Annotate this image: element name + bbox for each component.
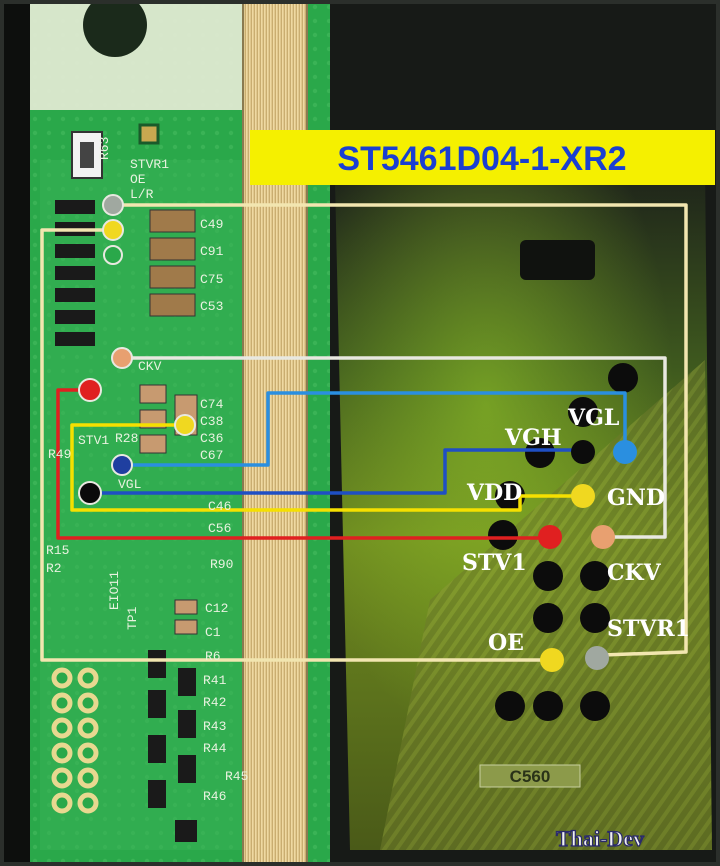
label-lr-board: L/R <box>130 187 154 202</box>
signal-label-gnd: GND <box>607 485 665 511</box>
label-r15: R15 <box>46 543 69 558</box>
pad-ckv <box>591 525 615 549</box>
tp-ckv <box>111 347 133 369</box>
label-c91: C91 <box>200 244 224 259</box>
wire-gnd <box>70 423 583 512</box>
tp-lr <box>103 245 123 265</box>
label-r44: R44 <box>203 741 227 756</box>
label-r28: R28 <box>115 431 138 446</box>
wire-stvr1 <box>113 203 688 657</box>
cof-flex-panel <box>335 165 712 850</box>
label-r63: R63 <box>97 137 112 160</box>
pad-vgl <box>613 440 637 464</box>
label-oe-board: OE <box>130 172 146 187</box>
label-stvr1-board: STVR1 <box>130 157 169 172</box>
tp-stv1 <box>78 378 102 402</box>
label-r46: R46 <box>203 789 226 804</box>
signal-label-oe: OE <box>488 630 524 656</box>
label-r43: R43 <box>203 719 226 734</box>
pad-gnd <box>571 484 595 508</box>
tp-gnd <box>174 414 196 436</box>
signal-label-stv1: STV1 <box>462 550 527 576</box>
signal-label-stvr1: STVR1 <box>607 616 690 642</box>
signal-labels: VGL VGH VDD GND STV1 CKV OE STVR1 <box>462 405 690 656</box>
wire-stv1 <box>56 388 550 540</box>
label-ckv-board: CKV <box>138 359 162 374</box>
tp-vgh <box>78 481 102 505</box>
label-eio11: EIO11 <box>107 571 122 610</box>
label-c38: C38 <box>200 414 223 429</box>
signal-label-vgl: VGL <box>567 405 619 431</box>
label-r49: R49 <box>48 447 71 462</box>
connector-strip <box>242 0 308 866</box>
pad-vgh <box>571 440 595 464</box>
label-c46: C46 <box>208 499 231 514</box>
cof-chip-label: C560 <box>510 767 551 786</box>
label-c75: C75 <box>200 272 223 287</box>
pad-stvr1 <box>585 646 609 670</box>
pad-oe <box>540 648 564 672</box>
signal-label-vgh: VGH <box>504 425 562 451</box>
cof-signal-pads <box>538 440 637 672</box>
tp-vgl <box>111 454 133 476</box>
label-vgl-board: VGL <box>118 477 141 492</box>
label-c56: C56 <box>208 521 231 536</box>
label-r45: R45 <box>225 769 248 784</box>
wire-vgl <box>122 391 627 467</box>
tp-stvr1 <box>102 194 124 216</box>
label-c53: C53 <box>200 299 223 314</box>
label-c49: C49 <box>200 217 223 232</box>
label-r42: R42 <box>203 695 226 710</box>
through-hole-pads <box>51 667 99 814</box>
title-text: ST5461D04-1-XR2 <box>337 140 626 178</box>
components <box>55 123 198 842</box>
label-r90: R90 <box>210 557 233 572</box>
label-r6: R6 <box>205 649 221 664</box>
pad-stv1 <box>538 525 562 549</box>
label-c12: C12 <box>205 601 228 616</box>
label-c1: C1 <box>205 625 221 640</box>
tp-oe <box>102 219 124 241</box>
label-tp1: TP1 <box>125 606 140 630</box>
watermark-text: Thai-Dev <box>556 826 644 851</box>
silkscreen-labels: R63 STVR1 OE L/R C49 C91 C75 C53 CKV C74… <box>46 137 248 804</box>
label-r41: R41 <box>203 673 227 688</box>
signal-label-vdd: VDD <box>466 480 522 506</box>
label-stv1-board: STV1 <box>78 433 109 448</box>
label-r2: R2 <box>46 561 62 576</box>
cof-pad-grid <box>488 363 638 721</box>
board-test-points <box>78 194 196 505</box>
wire-vgh <box>88 448 583 495</box>
wire-ckv <box>122 356 667 539</box>
label-c67: C67 <box>200 448 223 463</box>
wire-oe <box>40 228 552 662</box>
label-c36: C36 <box>200 431 223 446</box>
title-banner: ST5461D04-1-XR2 <box>250 130 715 185</box>
wires <box>40 203 688 662</box>
label-c74: C74 <box>200 397 224 412</box>
signal-label-ckv: CKV <box>607 560 662 586</box>
